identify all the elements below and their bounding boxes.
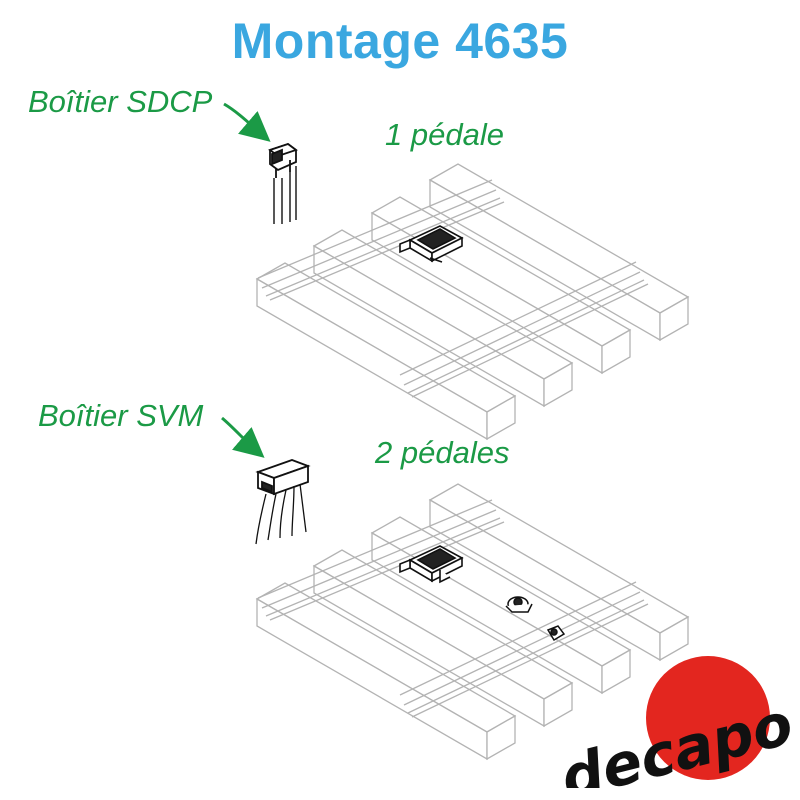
pedal-sensor-icon bbox=[399, 225, 464, 263]
track-bottom bbox=[256, 483, 689, 760]
decapod-logo bbox=[646, 656, 770, 780]
label-two-pedals: 2 pédales bbox=[375, 435, 510, 470]
pedal-sensor-icon bbox=[505, 596, 566, 642]
pedal-sensor-icon bbox=[399, 545, 464, 584]
label-box-svm: Boîtier SVM bbox=[38, 398, 204, 433]
track-top bbox=[256, 163, 689, 440]
label-one-pedal: 1 pédale bbox=[385, 117, 504, 152]
connector-icon bbox=[268, 142, 298, 224]
page-title: Montage 4635 bbox=[231, 13, 569, 69]
label-box-sdcp: Boîtier SDCP bbox=[28, 84, 213, 119]
arrow-icon bbox=[221, 102, 271, 458]
brand-name: decapod bbox=[554, 679, 792, 788]
connector-icon bbox=[255, 459, 311, 545]
brand-logo-text: decapod bbox=[554, 679, 792, 788]
